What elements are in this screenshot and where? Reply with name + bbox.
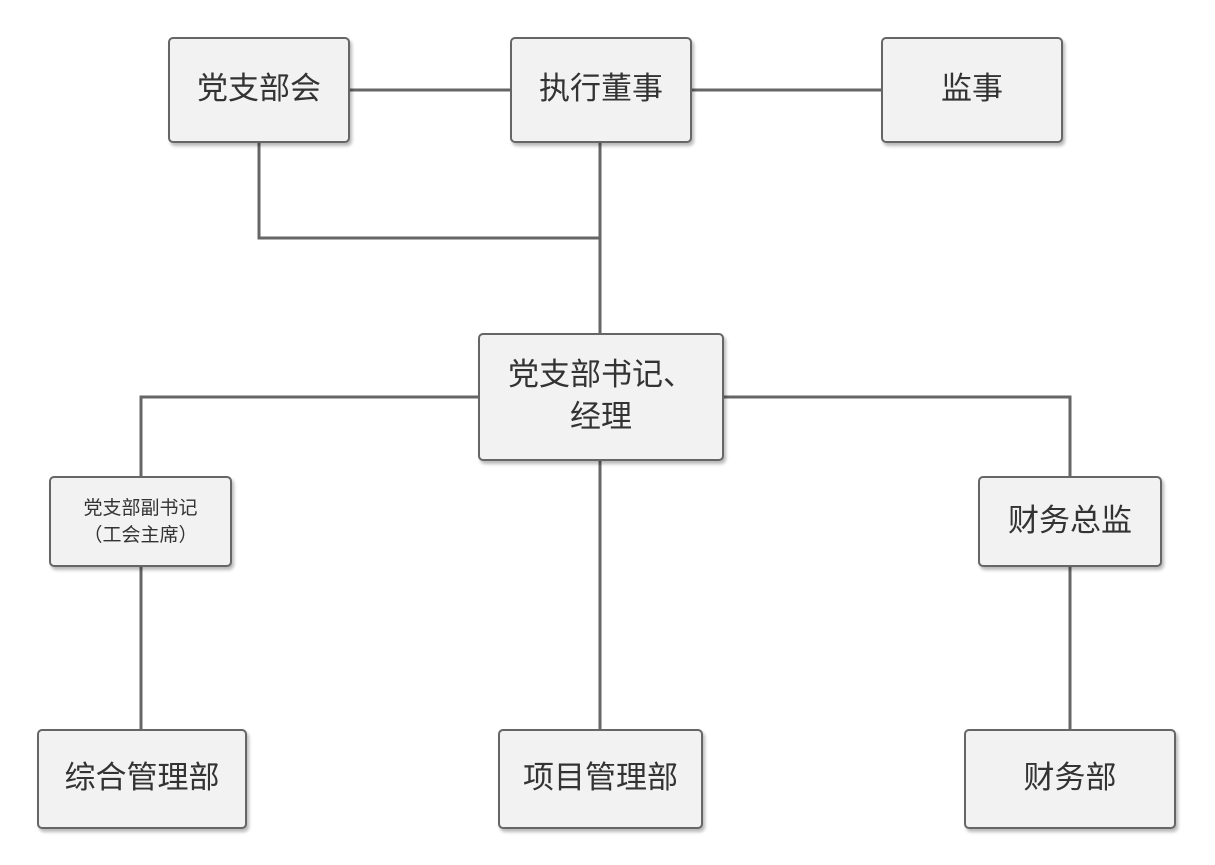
node-secretary-manager: 党支部书记、 经理 <box>478 333 724 461</box>
node-supervisor: 监事 <box>881 37 1063 143</box>
node-general-management-dept: 综合管理部 <box>37 729 247 829</box>
node-chief-financial-officer: 财务总监 <box>978 476 1162 567</box>
node-executive-director: 执行董事 <box>510 37 692 143</box>
node-project-management-dept: 项目管理部 <box>498 729 703 829</box>
node-deputy-secretary: 党支部副书记 （工会主席） <box>49 476 232 567</box>
node-party-branch-committee: 党支部会 <box>168 37 350 143</box>
node-finance-dept: 财务部 <box>964 729 1176 829</box>
